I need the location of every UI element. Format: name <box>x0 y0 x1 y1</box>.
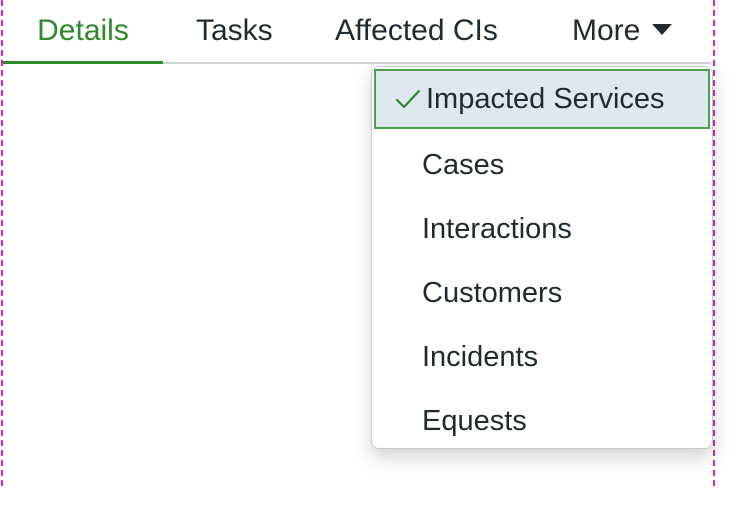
menu-item-equests[interactable]: Equests <box>422 399 527 443</box>
menu-item-label: Customers <box>422 276 563 309</box>
tab-tasks[interactable]: Tasks <box>196 14 273 47</box>
layout-guide-right <box>713 0 715 486</box>
layout-guide-left <box>1 0 3 486</box>
menu-item-label: Incidents <box>422 340 539 373</box>
menu-item-label: Equests <box>422 404 527 437</box>
tab-details[interactable]: Details <box>3 0 163 64</box>
tab-more-label: More <box>572 14 641 47</box>
menu-item-label: Interactions <box>422 212 572 245</box>
menu-item-cases[interactable]: Cases <box>422 143 504 187</box>
caret-down-icon <box>652 23 673 35</box>
menu-item-customers[interactable]: Customers <box>422 271 562 315</box>
tab-affected-cis[interactable]: Affected CIs <box>335 14 498 47</box>
menu-item-label: Impacted Services <box>426 82 665 115</box>
menu-item-incidents[interactable]: Incidents <box>422 335 538 379</box>
menu-item-impacted-services[interactable]: Impacted Services <box>374 69 710 129</box>
more-dropdown-menu: Impacted Services Cases Interactions Cus… <box>371 66 713 449</box>
checkmark-icon <box>395 89 421 109</box>
menu-item-interactions[interactable]: Interactions <box>422 207 572 251</box>
tab-more[interactable]: More <box>572 0 673 62</box>
menu-item-label: Cases <box>422 148 505 181</box>
tab-bar: Details Tasks Affected CIs More <box>3 0 711 64</box>
